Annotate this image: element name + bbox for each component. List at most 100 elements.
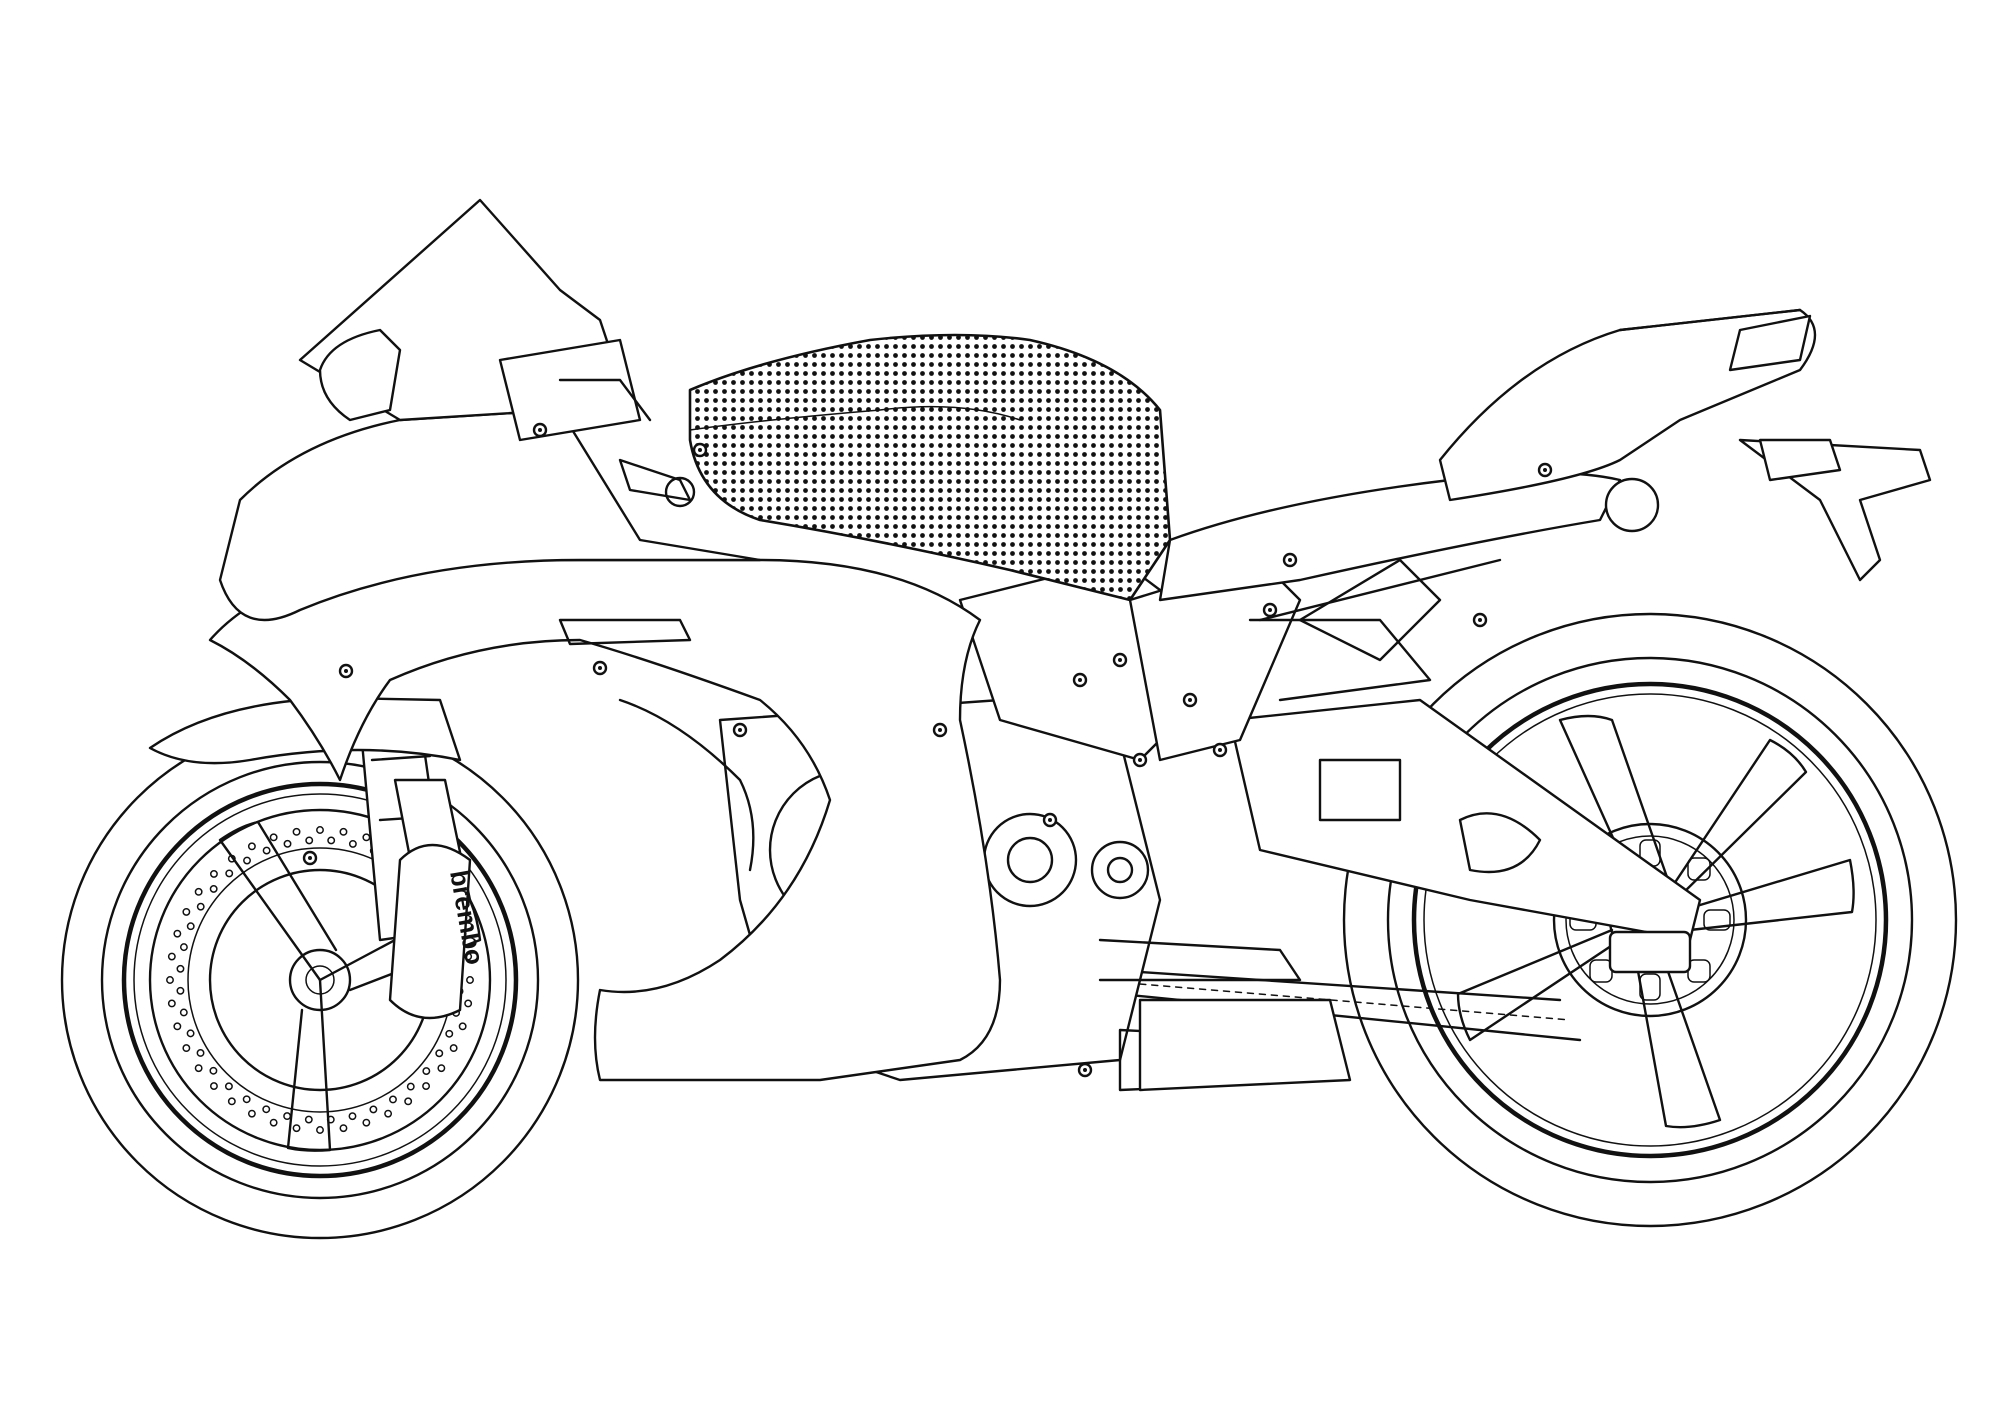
rear-footpeg-hanger bbox=[1604, 477, 1660, 533]
disc-hole bbox=[179, 1008, 188, 1017]
disc-hole bbox=[283, 839, 292, 848]
bolt-center bbox=[344, 669, 348, 673]
disc-hole bbox=[316, 1126, 324, 1134]
bolt-center bbox=[738, 728, 742, 732]
disc-hole bbox=[389, 1095, 397, 1104]
tail-light bbox=[1728, 314, 1812, 372]
footpeg-bracket bbox=[1098, 938, 1302, 982]
disc-hole bbox=[196, 1049, 205, 1057]
seat bbox=[1158, 471, 1622, 602]
disc-hole bbox=[449, 1044, 458, 1053]
disc-hole bbox=[458, 1022, 467, 1031]
front-fender bbox=[148, 696, 462, 765]
disc-hole bbox=[182, 907, 191, 916]
disc-hole bbox=[369, 1105, 378, 1114]
bolt-center bbox=[1288, 558, 1292, 562]
disc-hole bbox=[247, 1109, 256, 1118]
disc-hole bbox=[262, 846, 271, 855]
upper-cowl bbox=[218, 408, 762, 622]
disc-hole bbox=[437, 1064, 446, 1073]
disc-hole bbox=[167, 999, 176, 1008]
bolt-center bbox=[1543, 468, 1547, 472]
disc-hole bbox=[247, 842, 256, 851]
disc-hole bbox=[305, 836, 314, 845]
disc-hole bbox=[384, 1109, 393, 1118]
disc-hole bbox=[435, 1049, 444, 1058]
disc-hole bbox=[179, 943, 188, 952]
bolt-center bbox=[938, 728, 942, 732]
fuel-tank bbox=[688, 333, 1172, 602]
disc-hole bbox=[196, 902, 205, 911]
disc-hole bbox=[339, 1124, 348, 1133]
disc-hole bbox=[422, 1082, 431, 1091]
disc-hole bbox=[176, 964, 185, 973]
bolt-center bbox=[1268, 608, 1272, 612]
disc-hole bbox=[173, 929, 182, 938]
turn-signal bbox=[1758, 438, 1842, 482]
disc-hole bbox=[209, 869, 218, 878]
disc-hole bbox=[445, 1029, 454, 1038]
bolt-center bbox=[1478, 618, 1482, 622]
disc-hole bbox=[224, 1082, 233, 1091]
bolt-center bbox=[1083, 1068, 1087, 1072]
disc-hole bbox=[176, 986, 185, 995]
bolt-center bbox=[538, 428, 542, 432]
disc-hole bbox=[339, 827, 348, 836]
brake-caliper: brembo bbox=[388, 843, 490, 1020]
disc-hole bbox=[292, 827, 301, 836]
exhaust-can bbox=[1138, 998, 1352, 1092]
disc-hole bbox=[269, 833, 278, 842]
disc-hole bbox=[166, 976, 174, 984]
bolt-center bbox=[1218, 748, 1222, 752]
disc-hole bbox=[304, 1115, 313, 1124]
disc-hole bbox=[316, 826, 324, 834]
disc-hole bbox=[406, 1082, 415, 1091]
disc-hole bbox=[167, 952, 176, 961]
disc-hole bbox=[466, 976, 474, 984]
disc-hole bbox=[348, 1112, 357, 1121]
bolt-center bbox=[308, 856, 312, 860]
bolt-center bbox=[1188, 698, 1192, 702]
disc-hole bbox=[209, 1066, 218, 1075]
disc-hole bbox=[225, 869, 234, 878]
handlebar-controls bbox=[498, 338, 696, 508]
side-fairing bbox=[208, 558, 1002, 1082]
disc-hole bbox=[243, 856, 251, 865]
bolt-center bbox=[1048, 818, 1052, 822]
bolt-center bbox=[598, 666, 602, 670]
fairing bbox=[208, 558, 1002, 1082]
disc-hole bbox=[209, 884, 218, 893]
tail-cowl bbox=[1438, 308, 1817, 502]
swingarm bbox=[1228, 698, 1702, 974]
disc-hole bbox=[209, 1082, 218, 1091]
disc-hole bbox=[186, 922, 195, 931]
chain-adjuster bbox=[1608, 930, 1692, 974]
disc-hole bbox=[262, 1105, 271, 1114]
disc-hole bbox=[464, 999, 473, 1008]
mirror bbox=[318, 328, 402, 422]
bolt-center bbox=[698, 448, 702, 452]
disc-hole bbox=[227, 1097, 236, 1106]
disc-hole bbox=[422, 1067, 431, 1076]
disc-hole bbox=[362, 833, 371, 842]
front-wheel bbox=[60, 720, 580, 1240]
disc-hole bbox=[327, 836, 336, 845]
disc-hole bbox=[292, 1124, 301, 1133]
disc-hole bbox=[362, 1118, 371, 1127]
disc-hole bbox=[194, 887, 203, 896]
bolt-center bbox=[1118, 658, 1122, 662]
disc-hole bbox=[242, 1095, 251, 1104]
disc-hole bbox=[173, 1022, 182, 1031]
disc-hole bbox=[269, 1118, 278, 1127]
disc-hole bbox=[182, 1044, 191, 1053]
bolt-center bbox=[1078, 678, 1082, 682]
disc-hole bbox=[348, 839, 357, 848]
fairing-vent bbox=[558, 618, 692, 646]
rear-sprocket bbox=[1552, 822, 1748, 1018]
fasteners bbox=[302, 422, 1553, 1078]
disc-hole bbox=[194, 1064, 203, 1073]
disc-hole bbox=[283, 1112, 292, 1121]
disc-hole bbox=[404, 1097, 413, 1106]
